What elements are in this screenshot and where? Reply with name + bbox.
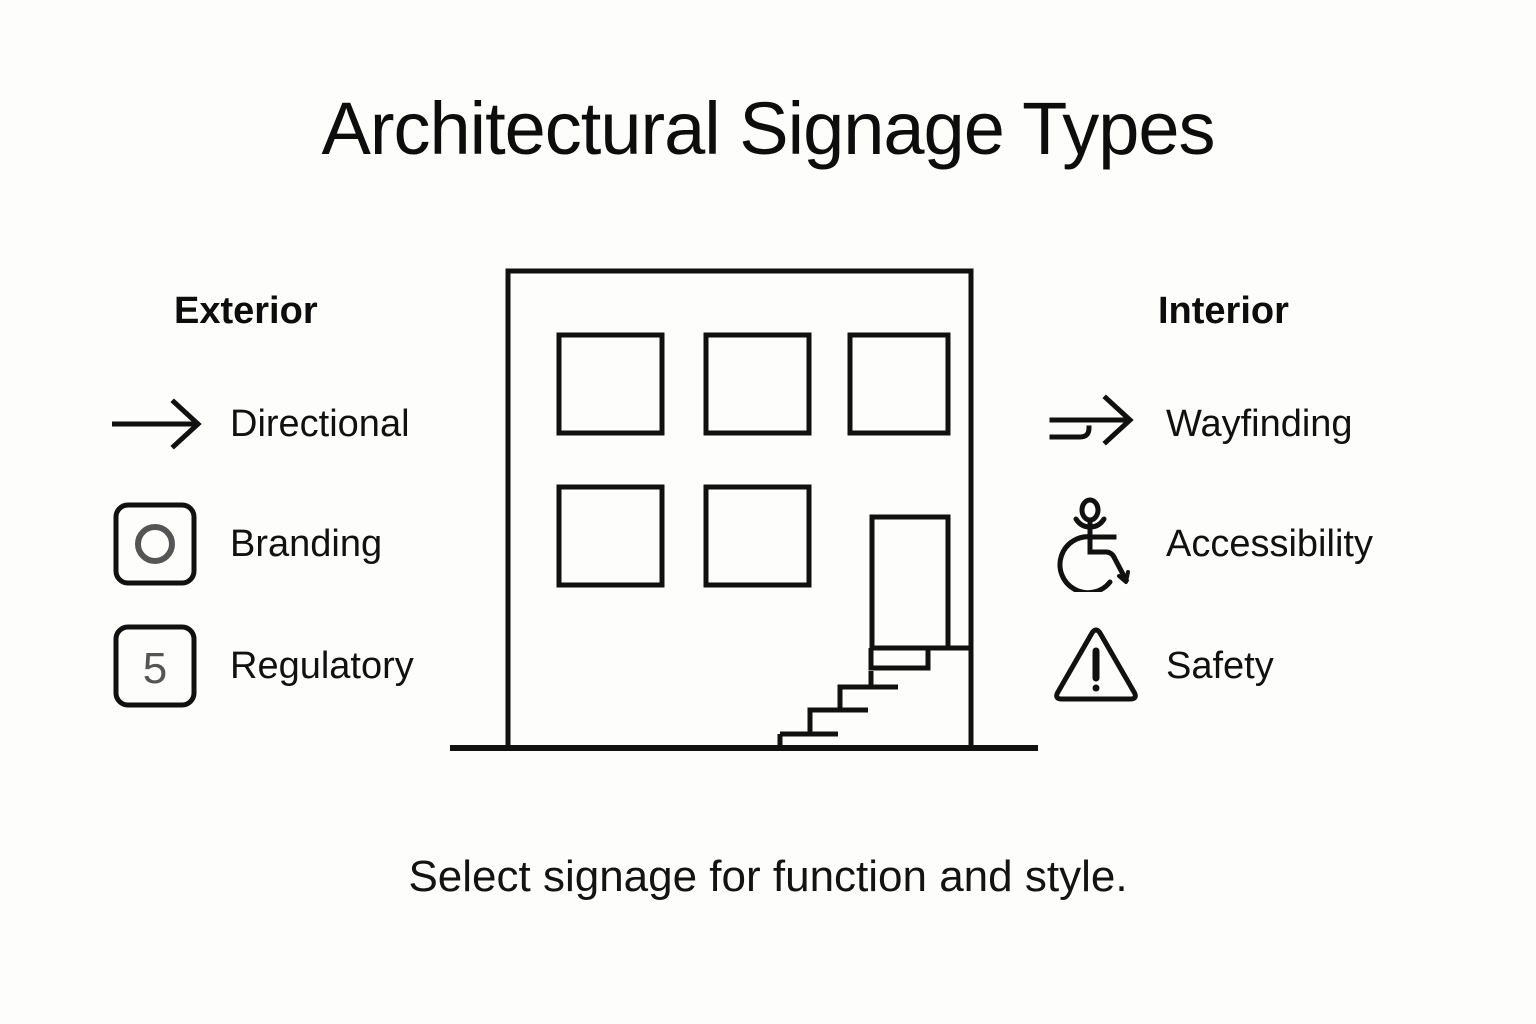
legend-label-accessibility: Accessibility — [1166, 523, 1373, 565]
page-title: Architectural Signage Types — [321, 87, 1215, 170]
double-arrow-right-icon — [1048, 380, 1144, 468]
rounded-square-circle-icon — [112, 500, 208, 588]
legend-item-regulatory[interactable]: 5 Regulatory — [112, 622, 414, 710]
legend-item-accessibility[interactable]: Accessibility — [1048, 497, 1373, 592]
window-bottom-1 — [556, 484, 665, 588]
svg-text:5: 5 — [143, 644, 167, 693]
column-heading-exterior: Exterior — [174, 290, 318, 332]
entrance-door — [869, 514, 951, 650]
building-illustration — [440, 250, 1060, 770]
legend-label-branding: Branding — [230, 523, 383, 565]
warning-triangle-icon — [1048, 622, 1144, 710]
legend-label-directional: Directional — [230, 403, 410, 445]
legend-label-safety: Safety — [1166, 645, 1274, 687]
legend-item-wayfinding[interactable]: Wayfinding — [1048, 380, 1353, 468]
arrow-right-icon — [112, 380, 208, 468]
entrance-stairs — [777, 671, 898, 748]
rounded-square-number-icon: 5 — [112, 622, 208, 710]
building-outline — [505, 268, 974, 748]
caption-text: Select signage for function and style. — [408, 852, 1128, 901]
column-heading-interior: Interior — [1158, 290, 1289, 332]
entrance-landing — [868, 645, 971, 671]
wheelchair-icon — [1048, 497, 1144, 592]
legend-label-regulatory: Regulatory — [230, 645, 414, 687]
window-top-1 — [556, 332, 665, 436]
legend-item-safety[interactable]: Safety — [1048, 622, 1274, 710]
legend-label-wayfinding: Wayfinding — [1166, 403, 1353, 445]
window-top-3 — [847, 332, 951, 436]
legend-item-branding[interactable]: Branding — [112, 500, 382, 588]
window-top-2 — [703, 332, 812, 436]
window-bottom-2 — [703, 484, 812, 588]
legend-item-directional[interactable]: Directional — [112, 380, 410, 468]
